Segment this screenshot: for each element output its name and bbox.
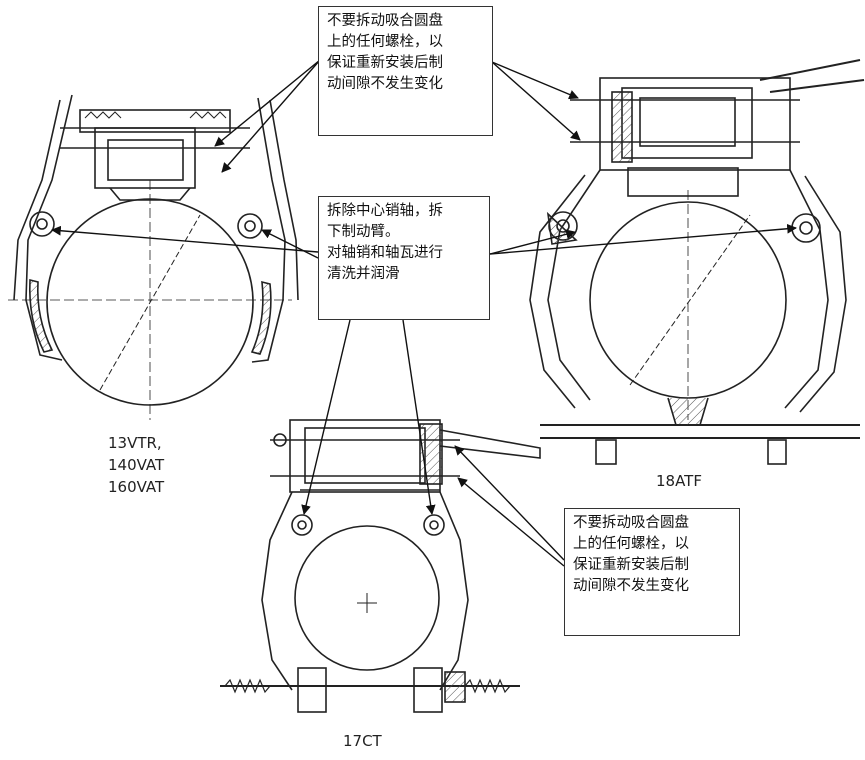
- callout-top-bolts: 不要拆动吸合圆盘 上的任何螺栓，以 保证重新安装后制 动间隙不发生变化: [318, 6, 493, 136]
- brake-drawing-18atf: [529, 59, 865, 465]
- callout-center-pin: 拆除中心销轴，拆 下制动臂。 对轴销和轴瓦进行 清洗并润滑: [318, 196, 490, 320]
- figure-label-left-line-2: 140VAT: [108, 456, 165, 474]
- brake-drawing-17ct: [220, 419, 541, 713]
- callout-top-line-3: 保证重新安装后制: [327, 55, 443, 71]
- figure-label-left: 13VTR, 140VAT 160VAT: [108, 432, 164, 498]
- figure-label-left-line-3: 160VAT: [108, 478, 165, 496]
- callout-center-line-4: 清洗并润滑: [327, 266, 400, 282]
- leader-lines: [51, 59, 797, 567]
- figure-label-left-line-1: 13VTR,: [108, 434, 162, 452]
- callout-bottom-line-3: 保证重新安装后制: [573, 557, 689, 573]
- figure-label-right: 18ATF: [656, 472, 702, 490]
- callout-center-line-1: 拆除中心销轴，拆: [327, 203, 443, 219]
- callout-top-line-2: 上的任何螺栓，以: [327, 34, 443, 50]
- callout-top-line-1: 不要拆动吸合圆盘: [327, 13, 443, 29]
- callout-center-line-3: 对轴销和轴瓦进行: [327, 245, 443, 261]
- brake-drawing-13vtr: [8, 94, 299, 420]
- callout-bottom-bolts: 不要拆动吸合圆盘 上的任何螺栓，以 保证重新安装后制 动间隙不发生变化: [564, 508, 740, 636]
- callout-top-line-4: 动间隙不发生变化: [327, 76, 443, 92]
- figure-label-bottom: 17CT: [343, 732, 382, 750]
- callout-bottom-line-1: 不要拆动吸合圆盘: [573, 515, 689, 531]
- callout-bottom-line-4: 动间隙不发生变化: [573, 578, 689, 594]
- callout-center-line-2: 下制动臂。: [327, 224, 400, 240]
- callout-bottom-line-2: 上的任何螺栓，以: [573, 536, 689, 552]
